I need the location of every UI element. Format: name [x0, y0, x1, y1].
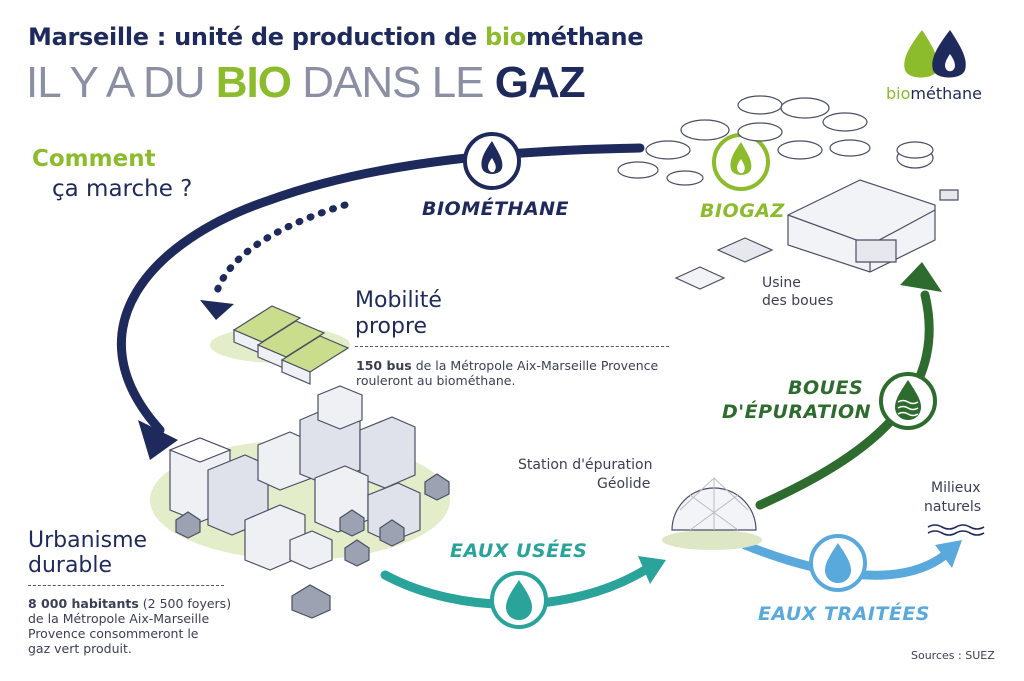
- urbanisme-title-line2: durable: [28, 553, 113, 578]
- title-part2: DANS LE: [291, 58, 495, 107]
- station-label-line2: Géolide: [597, 476, 651, 492]
- biomethane-label: BIOMÉTHANE: [422, 198, 570, 220]
- logo-rest: méthane: [910, 84, 983, 103]
- biogaz-flame-icon: [712, 133, 770, 191]
- mobilite-text-line1: 150 bus de la Métropole Aix-Marseille Pr…: [356, 358, 658, 373]
- mobilite-title-line2: propre: [355, 314, 428, 339]
- city-illustration: [150, 385, 450, 619]
- boues-label-line1: BOUES: [788, 377, 864, 399]
- two-flames-logo-icon: [904, 30, 966, 78]
- mobilite-line1-rest: de la Métropole Aix-Marseille Provence: [411, 358, 659, 373]
- urbanisme-text-line4: gaz vert produit.: [28, 641, 132, 656]
- urbanisme-text-line2: de la Métropole Aix-Marseille: [28, 611, 210, 626]
- boues-drop-icon: [879, 372, 937, 430]
- urbanisme-text-line3: Provence consommeront le: [28, 626, 199, 641]
- title-gaz: GAZ: [494, 58, 586, 107]
- mobilite-bus-count: 150 bus: [356, 358, 412, 373]
- question-line1: Comment: [32, 146, 156, 172]
- eaux-traitees-drop-icon: [809, 534, 867, 592]
- urbanisme-line1-rest: (2 500 foyers): [138, 596, 232, 611]
- sludge-plant-illustration: [617, 95, 959, 290]
- page-title: IL Y A DU BIO DANS LE GAZ: [26, 58, 586, 108]
- mobility-arrowhead: [200, 300, 234, 320]
- water-waves-icon: [927, 524, 985, 536]
- usine-label-line2: des boues: [762, 293, 834, 309]
- urbanisme-population: 8 000 habitants: [28, 596, 139, 611]
- logo-bio: bio: [886, 84, 911, 103]
- treatment-station-dome: [662, 477, 762, 550]
- page-subtitle: Marseille : unité de production de biomé…: [28, 23, 644, 51]
- eaux-traitees-label: EAUX TRAITÉES: [758, 603, 930, 625]
- sources-note: Sources : SUEZ: [911, 649, 995, 662]
- station-label-line1: Station d'épuration: [518, 457, 653, 473]
- mobilite-text-line2: rouleront au biométhane.: [356, 373, 516, 388]
- title-part1: IL Y A DU: [26, 58, 216, 107]
- mobilite-title-line1: Mobilité: [355, 288, 442, 313]
- eaux-usees-arrowhead: [638, 556, 666, 584]
- milieux-label-line2: naturels: [924, 499, 982, 515]
- usine-label-line1: Usine: [762, 275, 801, 291]
- biomethane-flow-arrow: [116, 143, 645, 435]
- boues-label-line2: D'ÉPURATION: [722, 401, 872, 423]
- subtitle-bio: bio: [485, 23, 526, 51]
- eaux-usees-drop-icon: [490, 571, 548, 629]
- title-bio: BIO: [215, 58, 292, 107]
- urbanisme-text-line1: 8 000 habitants (2 500 foyers): [28, 596, 231, 611]
- logo-text: biométhane: [886, 84, 982, 103]
- biogaz-label: BIOGAZ: [700, 200, 785, 222]
- biomethane-flame-icon: [463, 132, 521, 190]
- urbanisme-title-line1: Urbanisme: [28, 528, 148, 553]
- biomethane-arrowhead: [138, 420, 178, 460]
- mobility-dotted-arrow: [211, 201, 349, 302]
- urbanisme-divider: [28, 585, 224, 586]
- mobilite-divider: [355, 346, 669, 347]
- milieux-label-line1: Milieux: [931, 480, 981, 496]
- question-line2: ça marche ?: [52, 176, 193, 202]
- eaux-usees-label: EAUX USÉES: [450, 540, 588, 562]
- subtitle-prefix: Marseille : unité de production de: [28, 23, 485, 51]
- boues-arrowhead: [900, 262, 942, 292]
- subtitle-suffix: méthane: [526, 23, 644, 51]
- eaux-traitees-arrowhead: [935, 540, 962, 568]
- buses-illustration: [210, 305, 350, 385]
